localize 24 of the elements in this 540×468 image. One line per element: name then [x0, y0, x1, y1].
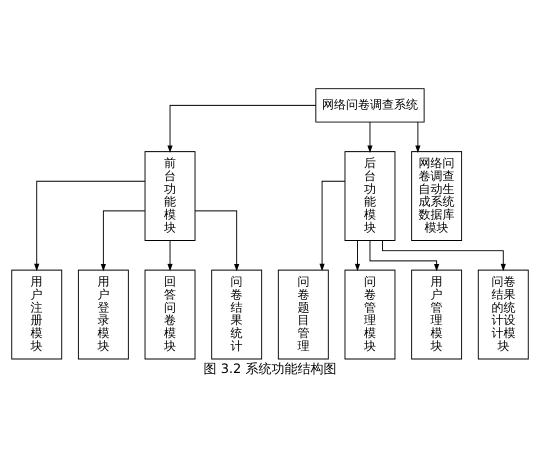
arrow — [354, 240, 360, 271]
arrow — [34, 180, 146, 271]
node-box: 问卷题目管理 — [278, 269, 329, 359]
arrow — [415, 121, 420, 152]
caption: 图 3.2 系统功能结构图 — [204, 362, 336, 377]
arrow — [370, 240, 440, 271]
arrow — [194, 210, 240, 271]
arrow — [100, 210, 146, 271]
node-box: 问卷结果统计 — [211, 269, 262, 359]
arrow — [367, 121, 373, 152]
node-box: 用户管理模块 — [411, 269, 462, 359]
arrow — [382, 240, 506, 271]
node-box: 前台功能模块 — [144, 150, 196, 240]
node-box: 网络问卷调查系统 — [315, 88, 425, 122]
node-box: 网络问卷调查自动生成系统数据库模块 — [411, 150, 462, 240]
node-box: 问卷管理模块 — [344, 269, 396, 359]
node-box: 用户登录模块 — [78, 269, 129, 359]
node-box: 后台功能模块 — [344, 150, 396, 240]
node-box: 回答问卷模块 — [144, 269, 196, 359]
arrow — [319, 180, 346, 271]
node-box: 问卷结果的统计设计模块 — [478, 269, 529, 359]
arrow — [167, 104, 316, 152]
node-box: 用户注册模块 — [11, 269, 62, 359]
arrow — [167, 240, 173, 271]
